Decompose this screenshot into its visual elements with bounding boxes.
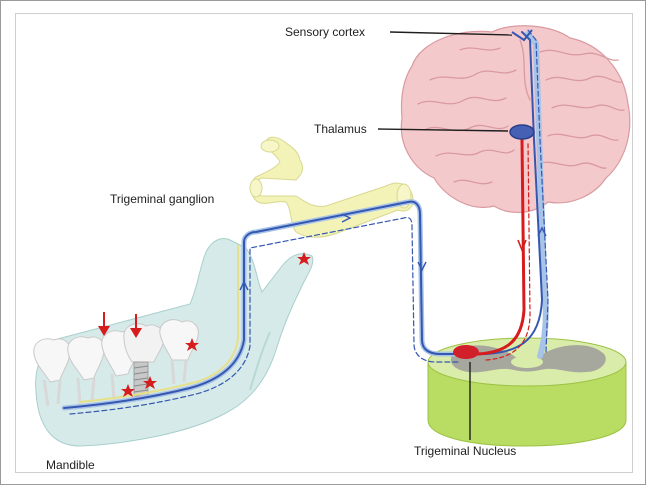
trigeminal-nucleus-marker xyxy=(453,345,479,359)
trigeminal-ganglion xyxy=(250,137,413,237)
label-trigeminal-ganglion: Trigeminal ganglion xyxy=(110,192,214,206)
brain xyxy=(401,26,629,213)
label-trigeminal-nucleus: Trigeminal Nucleus xyxy=(414,444,516,458)
thalamus-marker xyxy=(510,125,534,139)
ganglion-branch-1 xyxy=(261,140,279,152)
label-mandible: Mandible xyxy=(46,458,95,472)
ganglion-branch-2 xyxy=(250,179,262,197)
label-thalamus: Thalamus xyxy=(314,122,367,136)
label-sensory-cortex: Sensory cortex xyxy=(285,25,365,39)
